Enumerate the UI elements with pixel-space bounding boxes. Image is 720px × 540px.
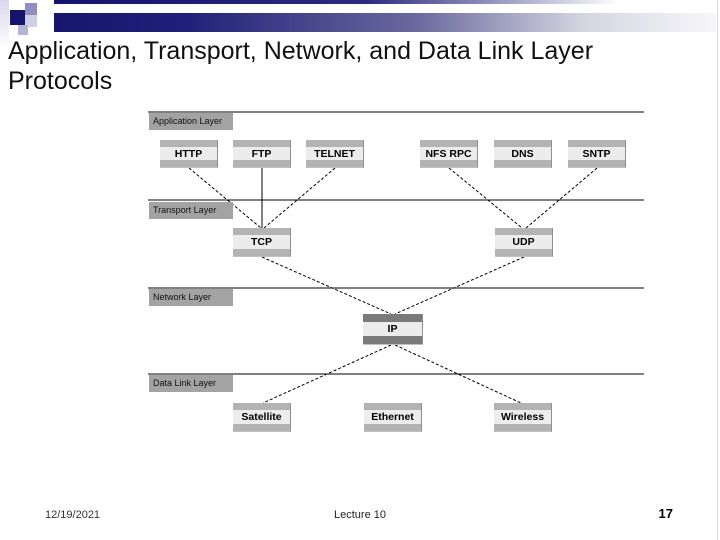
node-bottom-band bbox=[495, 249, 552, 256]
node-label: Ethernet bbox=[371, 411, 414, 423]
layer-label-network-layer: Network Layer bbox=[149, 289, 233, 306]
protocol-node-dns: DNS bbox=[494, 140, 552, 168]
node-label: SNTP bbox=[582, 147, 611, 160]
protocol-node-telnet: TELNET bbox=[306, 140, 364, 168]
node-top-band bbox=[494, 140, 551, 147]
node-top-band bbox=[494, 403, 551, 410]
node-label: NFS RPC bbox=[425, 147, 472, 160]
node-top-band bbox=[233, 403, 290, 410]
protocol-node-udp: UDP bbox=[495, 228, 553, 257]
slide-title-line2: Protocols bbox=[8, 67, 113, 95]
node-top-band bbox=[495, 228, 552, 235]
node-bottom-band bbox=[568, 160, 625, 167]
protocol-node-satellite: Satellite bbox=[233, 403, 291, 432]
edge-tcp-to-ip bbox=[261, 256, 392, 315]
header-accent-small-square bbox=[18, 25, 28, 35]
header-accent-slate-square bbox=[25, 3, 37, 15]
edge-ip-to-wireless bbox=[394, 344, 522, 404]
node-label: IP bbox=[387, 323, 398, 335]
node-bottom-band bbox=[160, 160, 217, 167]
edge-http-to-tcp bbox=[188, 167, 262, 229]
edge-sntp-to-udp bbox=[525, 167, 598, 229]
protocol-node-http: HTTP bbox=[160, 140, 218, 168]
node-top-band bbox=[420, 140, 477, 147]
node-top-band bbox=[306, 140, 363, 147]
layer-label-application-layer: Application Layer bbox=[149, 113, 233, 130]
node-label: UDP bbox=[512, 236, 535, 248]
edge-nfs-rpc-to-udp bbox=[448, 167, 523, 229]
protocol-node-tcp: TCP bbox=[233, 228, 291, 257]
slide-title: Application, Transport, Network, and Dat… bbox=[8, 36, 703, 96]
node-label: DNS bbox=[511, 147, 534, 160]
node-label: TELNET bbox=[314, 147, 355, 160]
node-bottom-band bbox=[363, 336, 422, 344]
node-top-band bbox=[363, 314, 422, 322]
protocol-node-ethernet: Ethernet bbox=[364, 403, 422, 432]
node-bottom-band bbox=[306, 160, 363, 167]
header-accent-navy-square bbox=[10, 10, 25, 25]
header-accent-left-bar bbox=[0, 0, 9, 46]
node-label: Satellite bbox=[241, 411, 282, 423]
node-bottom-band bbox=[364, 424, 421, 431]
edge-ip-to-satellite bbox=[262, 344, 392, 404]
node-label: HTTP bbox=[174, 147, 203, 160]
protocol-node-ip: IP bbox=[363, 314, 423, 345]
node-bottom-band bbox=[494, 160, 551, 167]
layer-label-transport-layer: Transport Layer bbox=[149, 202, 233, 219]
header-accent-main-bar bbox=[54, 13, 716, 32]
node-label: TCP bbox=[251, 236, 272, 248]
protocol-node-wireless: Wireless bbox=[494, 403, 552, 432]
node-bottom-band bbox=[233, 160, 290, 167]
edge-telnet-to-tcp bbox=[263, 167, 336, 229]
slide-right-edge-line bbox=[717, 0, 718, 540]
protocol-node-nfs-rpc: NFS RPC bbox=[420, 140, 478, 168]
node-bottom-band bbox=[494, 424, 551, 431]
node-bottom-band bbox=[420, 160, 477, 167]
header-accent-thin-bar bbox=[54, 0, 620, 4]
protocol-node-ftp: FTP bbox=[233, 140, 291, 168]
node-label: FTP bbox=[251, 147, 272, 160]
footer-page-number: 17 bbox=[658, 506, 673, 521]
slide-title-line1: Application, Transport, Network, and Dat… bbox=[8, 37, 594, 65]
footer-lecture-label: Lecture 10 bbox=[334, 509, 386, 521]
node-bottom-band bbox=[233, 424, 290, 431]
footer-date: 12/19/2021 bbox=[45, 509, 101, 521]
node-top-band bbox=[364, 403, 421, 410]
node-top-band bbox=[233, 140, 290, 147]
header-accent-lavender-square bbox=[25, 15, 37, 27]
protocol-node-sntp: SNTP bbox=[568, 140, 626, 168]
node-label: Wireless bbox=[500, 411, 545, 423]
node-top-band bbox=[160, 140, 217, 147]
node-top-band bbox=[233, 228, 290, 235]
node-top-band bbox=[568, 140, 625, 147]
node-bottom-band bbox=[233, 249, 290, 256]
layer-label-data-link-layer: Data Link Layer bbox=[149, 375, 233, 392]
edge-udp-to-ip bbox=[394, 256, 525, 315]
